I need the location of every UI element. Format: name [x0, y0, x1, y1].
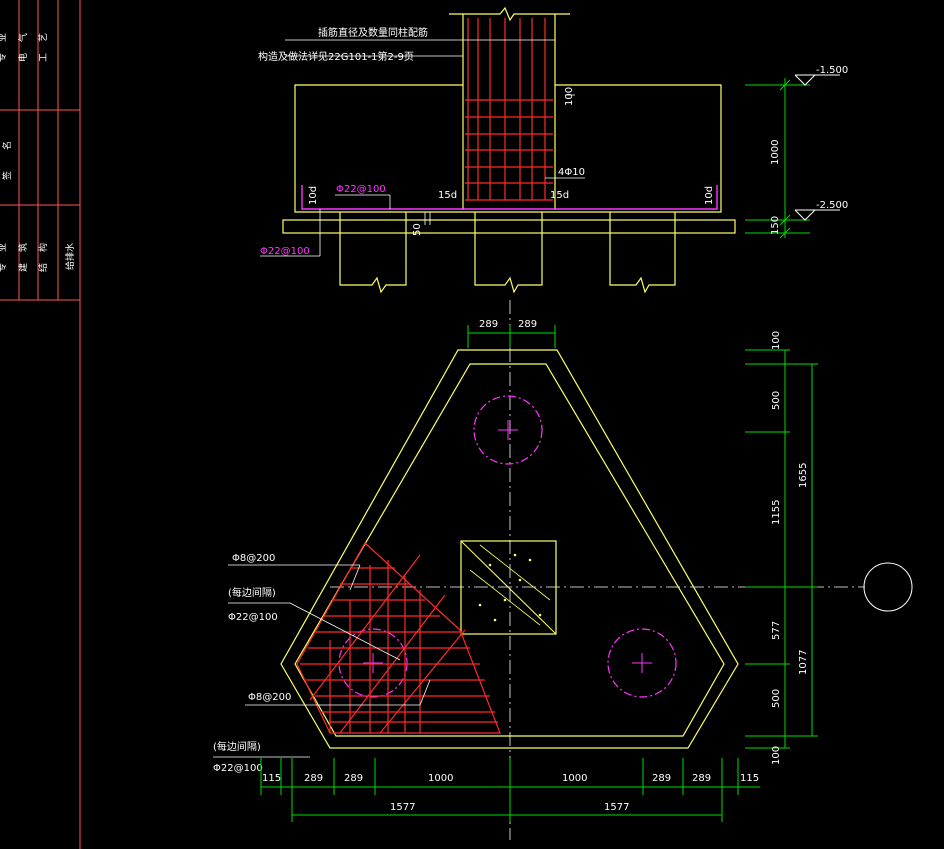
plan-label-l5: (每边间隔) [213, 740, 261, 753]
bottom-dim: 289 [304, 773, 323, 784]
plan-label-l6: Φ22@100 [213, 763, 263, 774]
section-dims [745, 78, 810, 239]
bottom-total: 1577 [390, 802, 415, 813]
tb-text: 给排水 [64, 243, 76, 270]
tb-text: 业 [0, 33, 8, 42]
plan-dim-text: 289 289 100 500 1155 577 500 100 1655 10… [262, 319, 809, 813]
lap-right-label: 15d [550, 190, 569, 201]
section-dim-text: -1.500 -2.500 1000 150 [770, 65, 848, 235]
elev-top: -1.500 [816, 65, 848, 76]
bottom-dim: 1000 [428, 773, 453, 784]
tb-text: 电 [17, 53, 29, 62]
tb-text: 工 [39, 53, 49, 62]
tb-text: 专 [0, 263, 8, 272]
elevation-markers [794, 74, 840, 221]
right-dim: 1155 [771, 500, 782, 525]
cap-rebar-mesh [296, 542, 501, 734]
hook-right-label: 10d [704, 186, 715, 205]
right-dim: 100 [771, 746, 782, 765]
note-insert-bars: 插筋直径及数量同柱配筋 [318, 26, 428, 39]
section-view: 插筋直径及数量同柱配筋 构造及做法详见22G101-1第2-9页 4Φ10 15… [258, 6, 848, 294]
tb-text: 气 [17, 33, 29, 42]
right-dim: 500 [771, 391, 782, 410]
plan-label-l4: Φ8@200 [248, 692, 291, 703]
section-leaders [260, 39, 585, 257]
tb-text: 名 [1, 141, 13, 150]
note-reference: 构造及做法详见22G101-1第2-9页 [258, 50, 414, 63]
title-block-text: 专 业 电 气 工 艺 签 名 专 业 建 筑 结 构 给排水 [0, 33, 76, 272]
bottom-dim: 1000 [562, 773, 587, 784]
tb-text: 结 [37, 263, 49, 272]
dim-100-label: 100 [564, 87, 575, 106]
plan-label-l2: (每边间隔) [228, 586, 276, 599]
bottom-dim: 289 [344, 773, 363, 784]
lap-left-label: 15d [438, 190, 457, 201]
dim-150: 150 [770, 216, 781, 235]
tb-text: 业 [0, 243, 8, 252]
bottom-dim: 289 [692, 773, 711, 784]
section-notes: 插筋直径及数量同柱配筋 构造及做法详见22G101-1第2-9页 4Φ10 15… [258, 26, 715, 236]
hook-left-label: 10d [308, 186, 319, 205]
pile-centers [363, 420, 652, 673]
title-block [0, 0, 81, 849]
tb-text: 艺 [38, 33, 49, 42]
right-dim: 100 [771, 331, 782, 350]
bottom-dim: 289 [652, 773, 671, 784]
column-outline [449, 6, 570, 210]
cap-plan-outline [280, 349, 739, 749]
pile-plan-circles [338, 395, 677, 698]
section-bar-labels: Φ22@100 Φ22@100 [260, 184, 386, 257]
tb-text: 筑 [17, 243, 29, 252]
cap-bottom-rebar [301, 185, 718, 210]
dim-50-label: 50 [412, 223, 423, 236]
right-dim-inner: 1077 [798, 650, 809, 675]
plan-label-l3: Φ22@100 [228, 612, 278, 623]
bottom-bar-label: Φ22@100 [260, 246, 310, 257]
tb-text: 建 [17, 263, 29, 272]
bottom-dim: 115 [740, 773, 759, 784]
plan-label-l1: Φ8@200 [232, 553, 275, 564]
bottom-total: 1577 [604, 802, 629, 813]
plan-dims [260, 325, 818, 822]
plan-labels: Φ8@200 (每边间隔) Φ22@100 Φ8@200 (每边间隔) Φ22@… [213, 553, 291, 774]
pile-cap-outline [282, 84, 736, 294]
column-plan [460, 540, 557, 635]
plan-leaders [213, 564, 431, 758]
tb-text: 构 [37, 243, 49, 252]
tb-text: 签 [1, 171, 13, 180]
top-dim: 289 [479, 319, 498, 330]
right-dim: 500 [771, 689, 782, 708]
bottom-dim: 115 [262, 773, 281, 784]
tb-text: 专 [0, 53, 8, 62]
top-dim: 289 [518, 319, 537, 330]
elev-bottom: -2.500 [816, 200, 848, 211]
column-rebar [465, 18, 553, 201]
right-dim: 577 [771, 621, 782, 640]
dim-1000: 1000 [770, 140, 781, 165]
right-dim-inner: 1655 [798, 463, 809, 488]
plan-view: Φ8@200 (每边间隔) Φ22@100 Φ8@200 (每边间隔) Φ22@… [213, 300, 913, 840]
top-bar-label: Φ22@100 [336, 184, 386, 195]
axis-bubble [863, 562, 913, 612]
stirrup-label: 4Φ10 [558, 167, 585, 178]
